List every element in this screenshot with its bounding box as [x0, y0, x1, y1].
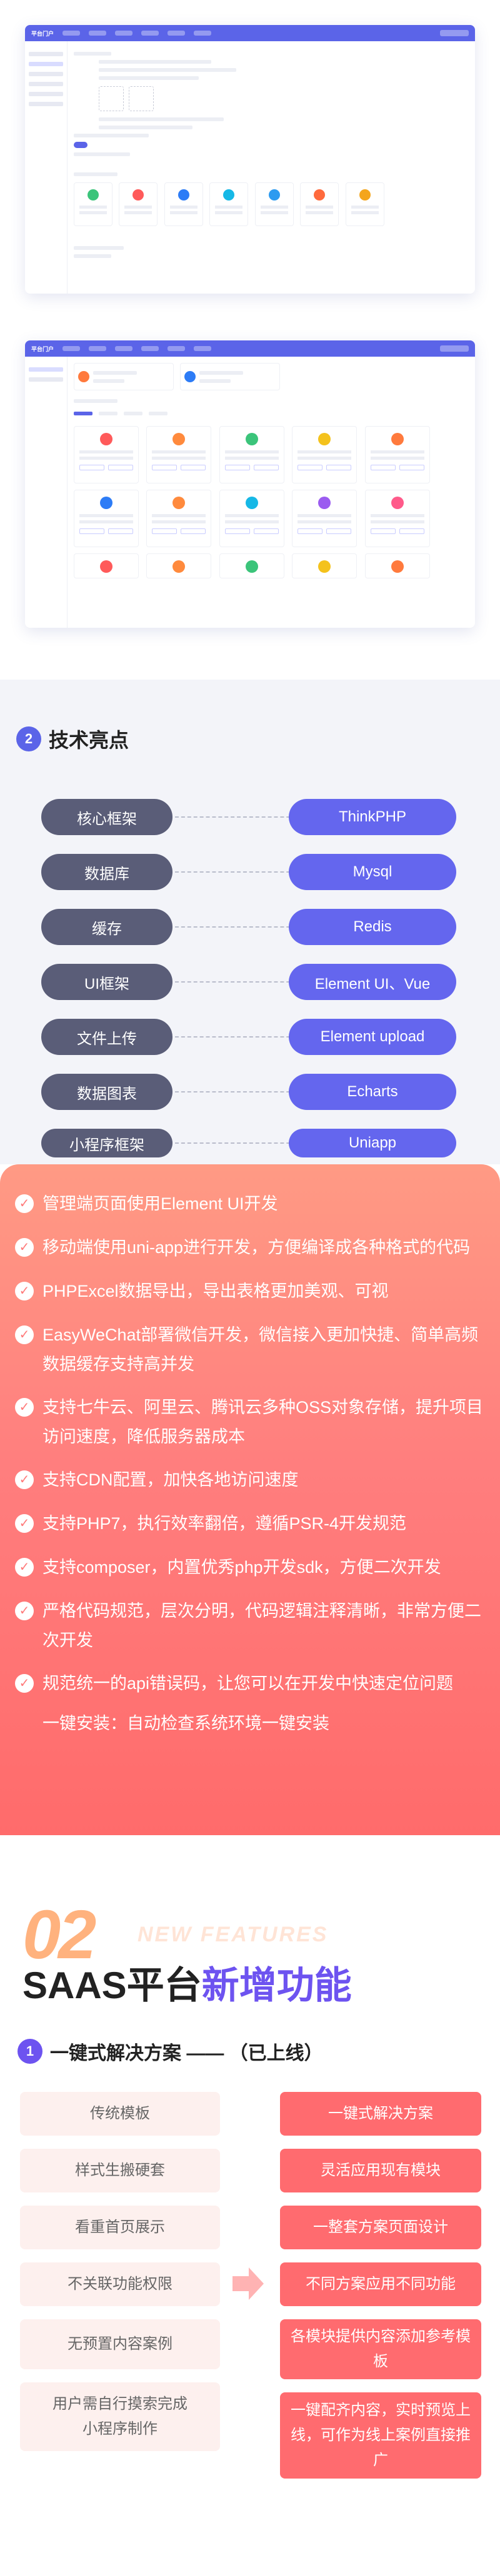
tech-row: 核心框架 ThinkPHP: [41, 799, 456, 835]
check-icon: ✓: [15, 1238, 34, 1257]
check-icon: ✓: [15, 1398, 34, 1417]
tech-row: 缓存 Redis: [41, 909, 456, 945]
feature-item: ✓PHPExcel数据导出，导出表格更加美观、可视: [12, 1277, 492, 1306]
arrow-right-icon: [232, 2267, 264, 2300]
traditional-item: 传统模板: [20, 2092, 220, 2136]
check-icon: ✓: [15, 1282, 34, 1300]
tech-highlights-section: 2 技术亮点 核心框架 ThinkPHP 数据库 Mysql 缓存 Redis …: [0, 680, 500, 1164]
section-big-number: 02: [22, 1896, 96, 1973]
section-title: 技术亮点: [49, 729, 129, 751]
saas-title: SAAS平台新增功能: [22, 1964, 352, 2006]
check-icon: ✓: [15, 1514, 34, 1533]
user-menu[interactable]: [440, 30, 469, 36]
tech-category: 核心框架: [41, 799, 172, 835]
solution-item: 灵活应用现有模块: [280, 2149, 481, 2192]
tech-value: Element upload: [289, 1019, 456, 1055]
template-grid: [74, 363, 469, 622]
tech-category: 数据库: [41, 854, 172, 890]
section-number: 2: [16, 726, 41, 751]
sub-title: 一键式解决方案 —— （已上线）: [50, 2043, 323, 2064]
tech-value: Element UI、Vue: [289, 964, 456, 1000]
feature-item: ✓支持composer，内置优秀php开发sdk，方便二次开发: [12, 1553, 492, 1582]
tech-value: Echarts: [289, 1074, 456, 1110]
tech-row: 数据库 Mysql: [41, 854, 456, 890]
traditional-item: 不关联功能权限: [20, 2262, 220, 2306]
traditional-item: 看重首页展示: [20, 2206, 220, 2249]
solution-item: 一整套方案页面设计: [280, 2206, 481, 2249]
tech-row: 数据图表 Echarts: [41, 1074, 456, 1110]
tech-category: 文件上传: [41, 1019, 172, 1055]
tech-value: Redis: [289, 909, 456, 945]
admin-screenshot-settings: 平台门户: [25, 25, 475, 294]
new-features-label: NEW FEATURES: [138, 1923, 329, 1946]
solution-item: 各模块提供内容添加参考模板: [280, 2319, 481, 2379]
check-icon: ✓: [15, 1325, 34, 1344]
check-icon: ✓: [15, 1602, 34, 1620]
check-icon: ✓: [15, 1194, 34, 1213]
tech-value: ThinkPHP: [289, 799, 456, 835]
tech-row: 小程序框架 Uniapp: [41, 1129, 456, 1157]
feature-item: ✓严格代码规范，层次分明，代码逻辑注释清晰，非常方便二次开发: [12, 1597, 492, 1655]
solution-heading: 1 一键式解决方案 —— （已上线）: [18, 2038, 323, 2065]
admin-top-bar: 平台门户: [25, 25, 475, 41]
tech-category: 缓存: [41, 909, 172, 945]
tech-row: UI框架 Element UI、Vue: [41, 964, 456, 1000]
traditional-item: 无预置内容案例: [20, 2319, 220, 2369]
admin-top-bar-2: 平台门户: [25, 340, 475, 357]
feature-item: ✓支持CDN配置，加快各地访问速度: [12, 1465, 492, 1495]
tech-category: 小程序框架: [41, 1129, 172, 1157]
feature-item: ✓支持七牛云、阿里云、腾讯云多种OSS对象存储，提升项目访问速度，降低服务器成本: [12, 1393, 492, 1452]
tech-category: UI框架: [41, 964, 172, 1000]
saas-section: 02 NEW FEATURES SAAS平台新增功能 1 一键式解决方案 —— …: [0, 1835, 500, 2576]
feature-item: ✓规范统一的api错误码，让您可以在开发中快速定位问题: [12, 1669, 492, 1698]
traditional-item: 用户需自行摸索完成小程序制作: [20, 2382, 220, 2451]
admin-sidebar: [25, 41, 68, 294]
check-icon: ✓: [15, 1470, 34, 1489]
tech-category: 数据图表: [41, 1074, 172, 1110]
admin-settings-form: [74, 47, 469, 287]
feature-item: 一键安装：自动检查系统环境一键安装: [42, 1714, 329, 1733]
feature-item: ✓支持PHP7，执行效率翻倍，遵循PSR-4开发规范: [12, 1509, 492, 1538]
solution-item: 一键式解决方案: [280, 2092, 481, 2136]
tech-value: Uniapp: [289, 1129, 456, 1157]
tech-section-heading: 2 技术亮点: [16, 725, 129, 753]
traditional-item: 样式生搬硬套: [20, 2149, 220, 2192]
admin-screenshot-templates: 平台门户: [25, 340, 475, 628]
solution-item: 一键配齐内容，实时预览上线，可作为线上案例直接推广: [280, 2392, 481, 2479]
check-icon: ✓: [15, 1558, 34, 1577]
sub-number: 1: [18, 2039, 42, 2064]
admin-sidebar-2: [25, 357, 68, 628]
feature-item: ✓移动端使用uni-app进行开发，方便编译成各种格式的代码: [12, 1233, 492, 1262]
feature-item: ✓管理端页面使用Element UI开发: [12, 1189, 492, 1219]
solution-item: 不同方案应用不同功能: [280, 2262, 481, 2306]
brand-logo-2: 平台门户: [31, 345, 54, 352]
brand-logo: 平台门户: [31, 30, 54, 37]
check-icon: ✓: [15, 1674, 34, 1693]
feature-item: ✓EasyWeChat部署微信开发，微信接入更加快捷、简单高频数据缓存支持高并发: [12, 1320, 492, 1379]
feature-list-section: ✓管理端页面使用Element UI开发 ✓移动端使用uni-app进行开发，方…: [0, 1164, 500, 1835]
user-menu-2[interactable]: [440, 345, 469, 352]
tech-row: 文件上传 Element upload: [41, 1019, 456, 1055]
tech-value: Mysql: [289, 854, 456, 890]
